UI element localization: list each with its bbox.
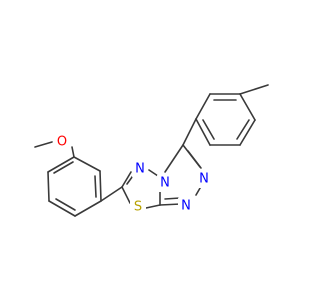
- atom-nitrogen-fused: N: [157, 174, 173, 192]
- bond-methyl-o: [34, 141, 53, 148]
- bond-ring-b-3: [239, 93, 256, 121]
- bond-ring-a-3: [74, 200, 102, 217]
- methoxy-group: [34, 141, 75, 158]
- bond-c-n-double: [121, 171, 132, 188]
- nitrogen-fused-label: N: [160, 176, 170, 191]
- tolyl-ring: [195, 84, 269, 146]
- atom-nitrogen-thiadiazole: N: [132, 160, 148, 178]
- bond-ring-b-4: [239, 119, 256, 146]
- bond-ring-a-inner-2: [55, 198, 76, 211]
- methoxyphenyl-ring: [47, 156, 102, 217]
- bond-n-c-fused: [159, 203, 182, 206]
- thiadiazole-ring: [121, 169, 161, 209]
- bond-n-c3: [164, 144, 184, 173]
- atom-oxygen: O: [54, 133, 70, 151]
- chemical-structure-diagram: O S N N N N: [34, 84, 269, 217]
- bond-s-c: [145, 204, 161, 209]
- bond-triazole-tolyl: [182, 118, 197, 146]
- bond-ring-a-1: [73, 156, 101, 172]
- bond-o-ring: [71, 146, 75, 158]
- atom-nitrogen-lower-right: N: [178, 197, 194, 215]
- sulfur-label: S: [134, 200, 142, 215]
- bond-ring-b-inner-2: [236, 119, 250, 140]
- nitrogen-lower-right-label: N: [181, 199, 191, 214]
- bond-n-n: [148, 169, 159, 177]
- nitrogen-thiadiazole-label: N: [135, 162, 145, 177]
- nitrogen-upper-right-label: N: [199, 172, 209, 187]
- bond-ring-b-6: [195, 118, 211, 146]
- bond-c3-n-inner: [187, 150, 202, 169]
- bond-tolyl-methyl: [239, 84, 269, 95]
- triazole-ring: [159, 144, 204, 206]
- bond-ring-a-2: [99, 170, 102, 202]
- bond-c-s: [121, 186, 131, 204]
- bond-ring-a-5: [47, 171, 50, 202]
- bond-ring-a-inner-3: [53, 161, 74, 174]
- bond-ring-a-4: [48, 200, 76, 217]
- bond-ring-a-6: [47, 156, 75, 173]
- bond-ring-b-inner-3: [202, 119, 215, 140]
- atom-sulfur: S: [130, 198, 146, 216]
- bond-aryl-thiadiazole: [100, 186, 123, 202]
- oxygen-label: O: [57, 135, 67, 150]
- bond-ring-a-inner-1: [94, 175, 97, 198]
- atom-nitrogen-upper-right: N: [196, 170, 212, 188]
- bond-ring-b-1: [195, 93, 211, 120]
- bond-n-c-fused-inner: [164, 197, 181, 200]
